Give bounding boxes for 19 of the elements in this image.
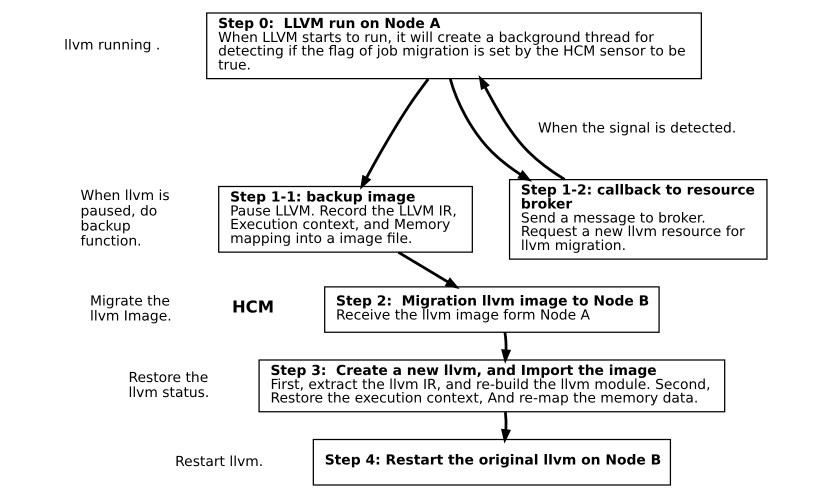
arrow [448,78,532,182]
label: Restore the llvm status. [128,370,209,402]
node-box: Step 0: LLVM run on Node A When LLVM starts to run, it will create a background thread for detecting if the flag of job migration is set by the HCM sensor to be true. [206,12,702,80]
label: When llvm is paused, do backup function. [80,188,170,250]
label: Restart llvm. [174,454,263,470]
node-box: Step 3: Create a new llvm, and Import the image First, extract the llvm IR, and re-build the llvm module. Second, Restore the execution context, And re-map the memory data. [258,359,725,412]
node-box: Step 1-1: backup image Pause LLVM. Record the LLVM IR, Execution context, and Memory mapping into a image file. [218,186,472,253]
label: llvm running . [64,37,160,54]
label: When the signal is detected. [537,120,736,137]
arrow [500,412,511,444]
node-box: Step 1-2: callback to resource broker Send a message to broker. Request a new llvm resource for llvm migration. [508,178,768,260]
arrow [397,251,460,289]
arrow [360,78,429,190]
arrow [500,332,511,364]
node-box: Step 2: Migration llvm image to Node B Receive the llvm image form Node A [324,286,660,333]
label: HCM [231,298,274,317]
label: Migrate the llvm Image. [90,294,172,325]
node-box: Step 4: Restart the original llvm on Node B [312,438,671,486]
arrow [478,75,565,181]
